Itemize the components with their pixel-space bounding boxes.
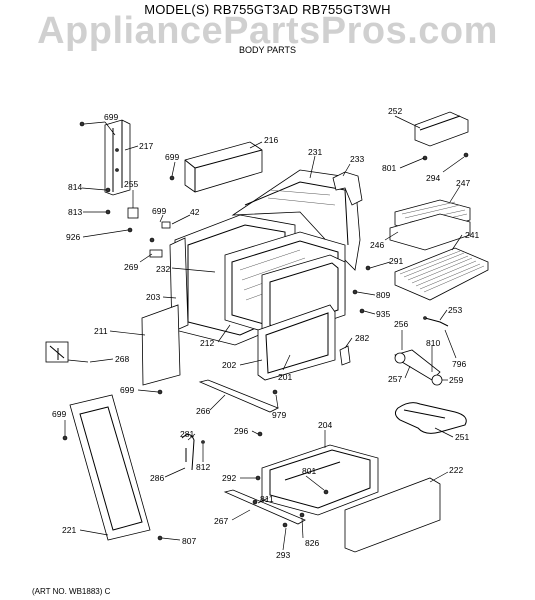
leader-lines xyxy=(64,115,465,551)
watermark: AppliancePartsPros.com xyxy=(37,10,498,52)
callout-813: 813 xyxy=(68,207,82,217)
callout-269: 269 xyxy=(124,262,138,272)
callout-267: 267 xyxy=(214,516,228,526)
callout-253: 253 xyxy=(448,305,462,315)
art-number: (ART NO. WB1883) C xyxy=(32,587,111,596)
callout-221: 221 xyxy=(62,525,76,535)
callout-257: 257 xyxy=(388,374,402,384)
callout-826: 826 xyxy=(305,538,319,548)
callout-233: 233 xyxy=(350,154,364,164)
callout-256: 256 xyxy=(394,319,408,329)
part-201-door-liner xyxy=(257,304,336,381)
part-252-broiler-insert xyxy=(414,111,469,161)
callout-212: 212 xyxy=(200,338,214,348)
callout-202: 202 xyxy=(222,360,236,370)
callout-282: 282 xyxy=(355,333,369,343)
callout-211: 211 xyxy=(94,326,108,336)
part-281-hinge xyxy=(181,434,205,471)
part-233-bracket xyxy=(332,171,363,206)
part-217-bracket xyxy=(104,119,131,196)
part-267-rail xyxy=(223,489,306,525)
part-232-oven-cavity xyxy=(174,214,346,346)
callout-252: 252 xyxy=(388,106,402,116)
callout-247: 247 xyxy=(456,178,470,188)
callout-979: 979 xyxy=(272,410,286,420)
callout-231: 231 xyxy=(308,147,322,157)
callout-204: 204 xyxy=(318,420,332,430)
callout-222: 222 xyxy=(449,465,463,475)
callout-232: 232 xyxy=(156,264,170,274)
callout-926: 926 xyxy=(66,232,80,242)
part-211-side-panel xyxy=(141,304,181,386)
callout-203: 203 xyxy=(146,292,160,302)
callout-241: 241 xyxy=(465,230,479,240)
callout-699: 699 xyxy=(120,385,134,395)
callout-935: 935 xyxy=(376,309,390,319)
part-255-clip xyxy=(127,207,171,258)
callout-699: 699 xyxy=(152,206,166,216)
part-256-sensor xyxy=(394,349,443,386)
callout-293: 293 xyxy=(276,550,290,560)
callout-807: 807 xyxy=(182,536,196,546)
callout-699: 699 xyxy=(104,112,118,122)
part-247-broiler-grid xyxy=(389,199,471,251)
part-282-knob xyxy=(339,345,351,366)
callout-217: 217 xyxy=(139,141,153,151)
part-241-oven-rack xyxy=(394,247,489,301)
callout-291: 291 xyxy=(389,256,403,266)
callout-296: 296 xyxy=(234,426,248,436)
part-253-bracket xyxy=(423,316,449,327)
fasteners xyxy=(62,121,371,541)
callout-809: 809 xyxy=(376,290,390,300)
part-231-oven-frame xyxy=(231,169,361,271)
callout-42: 42 xyxy=(190,207,200,217)
part-266-rail xyxy=(198,379,279,413)
part-216-vent-duct xyxy=(184,141,263,193)
part-222-drawer-panel xyxy=(344,477,441,553)
callout-810: 810 xyxy=(426,338,440,348)
callout-201: 201 xyxy=(278,372,292,382)
callout-801: 801 xyxy=(382,163,396,173)
part-251-bake-element xyxy=(394,402,467,434)
callout-268: 268 xyxy=(115,354,129,364)
callout-216: 216 xyxy=(264,135,278,145)
callout-259: 259 xyxy=(449,375,463,385)
callout-801: 801 xyxy=(302,466,316,476)
part-204-drawer xyxy=(261,444,379,516)
callout-811: 811 xyxy=(260,494,274,504)
callouts: 699 217 216 699 231 233 252 801 294 247 … xyxy=(52,106,479,560)
callout-286: 286 xyxy=(150,473,164,483)
callout-246: 246 xyxy=(370,240,384,250)
callout-796: 796 xyxy=(452,359,466,369)
section-title: BODY PARTS xyxy=(238,45,297,55)
callout-281: 281 xyxy=(180,429,194,439)
model-title: MODEL(S) RB755GT3AD RB755GT3WH xyxy=(144,2,391,17)
callout-294: 294 xyxy=(426,173,440,183)
part-221-oven-door xyxy=(69,394,151,541)
callout-699: 699 xyxy=(165,152,179,162)
callout-251: 251 xyxy=(455,432,469,442)
callout-699: 699 xyxy=(52,409,66,419)
part-268-bracket xyxy=(45,341,89,363)
callout-255: 255 xyxy=(124,179,138,189)
callout-814: 814 xyxy=(68,182,82,192)
callout-266: 266 xyxy=(196,406,210,416)
callout-812: 812 xyxy=(196,462,210,472)
callout-292: 292 xyxy=(222,473,236,483)
